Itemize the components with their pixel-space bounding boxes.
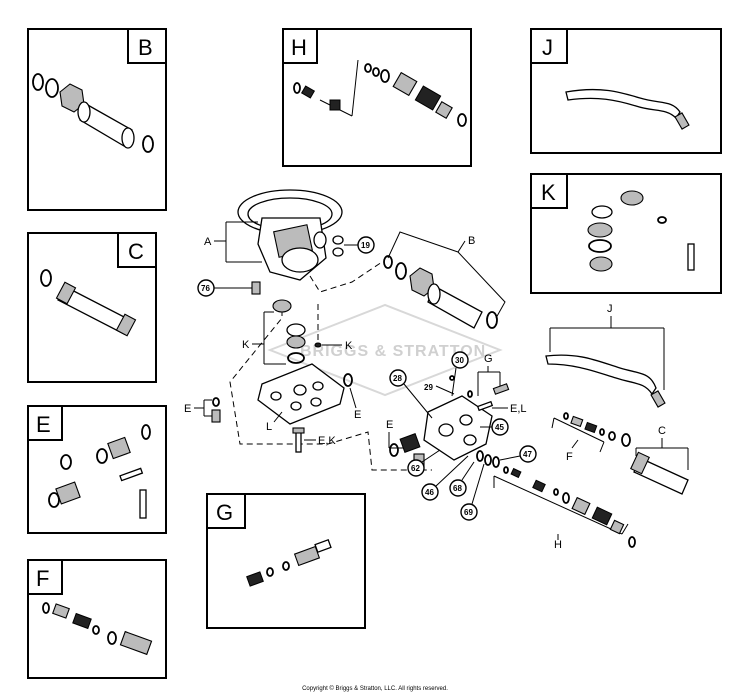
callout-b: B [468,235,475,247]
inset-e: E [27,405,167,534]
inset-h-label: H [291,35,307,60]
callout-e-l: E,L [510,403,527,415]
main-f-parts [563,412,616,441]
svg-text:76: 76 [201,284,210,293]
inset-c: C [27,232,157,383]
inset-e-label: E [36,412,51,437]
callout-k-right: K [345,340,353,352]
watermark-logo: BRIGGS & STRATTON [267,303,503,397]
inset-j-parts [565,88,690,130]
callout-e-mid: E [386,419,393,431]
svg-text:62: 62 [411,464,420,473]
part-45-bubble: 45 [491,418,509,436]
inset-k-parts [587,190,695,272]
main-b-parts [383,255,498,329]
inset-g-parts [246,539,332,587]
part-30-bubble: 30 [451,351,469,369]
callout-e-left: E [184,403,191,415]
svg-text:68: 68 [453,484,462,493]
inset-c-parts [40,269,137,337]
inset-b-label: B [138,35,153,60]
inset-f-label: F [36,566,49,591]
main-h-parts [503,466,636,548]
callout-l: L [266,421,272,433]
pump-head-assembly [423,395,493,461]
svg-text:69: 69 [464,508,473,517]
inset-g: G [206,493,366,629]
inset-e-parts [48,424,151,519]
part-46-bubble: 46 [421,483,439,501]
callout-c: C [658,425,666,437]
callout-e-k: E,K [318,435,336,447]
svg-text:47: 47 [523,450,532,459]
part-47-bubble: 47 [519,445,537,463]
part-69-bubble: 69 [460,503,478,521]
callout-j: J [607,303,613,315]
inset-c-label: C [128,239,144,264]
part-29-label: 29 [424,383,433,392]
inset-f-parts [42,602,153,656]
callout-a: A [204,236,212,248]
inset-g-label: G [216,500,233,525]
inset-k-label: K [541,180,556,205]
inset-h-parts [293,59,467,127]
copyright-notice: Copyright © Briggs & Stratton, LLC. All … [302,686,448,692]
part-19-bubble: 19 [357,236,375,254]
inset-h: H [282,28,472,167]
svg-text:28: 28 [393,374,402,383]
watermark-text: BRIGGS & STRATTON [300,343,486,360]
callout-h: H [554,539,562,551]
part-28-bubble: 28 [389,369,407,387]
inset-b-parts [32,73,154,153]
part-68-bubble: 68 [449,479,467,497]
inset-k: K [530,173,722,294]
callout-f: F [566,451,573,463]
part-76-bubble: 76 [197,279,215,297]
inset-b: B [27,28,167,211]
callout-e-right: E [354,409,361,421]
svg-text:45: 45 [495,423,504,432]
svg-text:19: 19 [361,241,370,250]
main-j-hose [545,354,666,408]
inset-j-label: J [542,35,553,60]
callout-k-left: K [242,339,250,351]
manifold-l [257,363,345,425]
svg-text:46: 46 [425,488,434,497]
crankcase-assembly [237,189,344,281]
main-c-parts [621,433,689,495]
part-62-bubble: 62 [407,459,425,477]
inset-f: F [27,559,167,679]
inset-j: J [530,28,722,154]
main-k-parts [272,299,322,364]
callout-g: G [484,353,493,365]
svg-text:30: 30 [455,356,464,365]
